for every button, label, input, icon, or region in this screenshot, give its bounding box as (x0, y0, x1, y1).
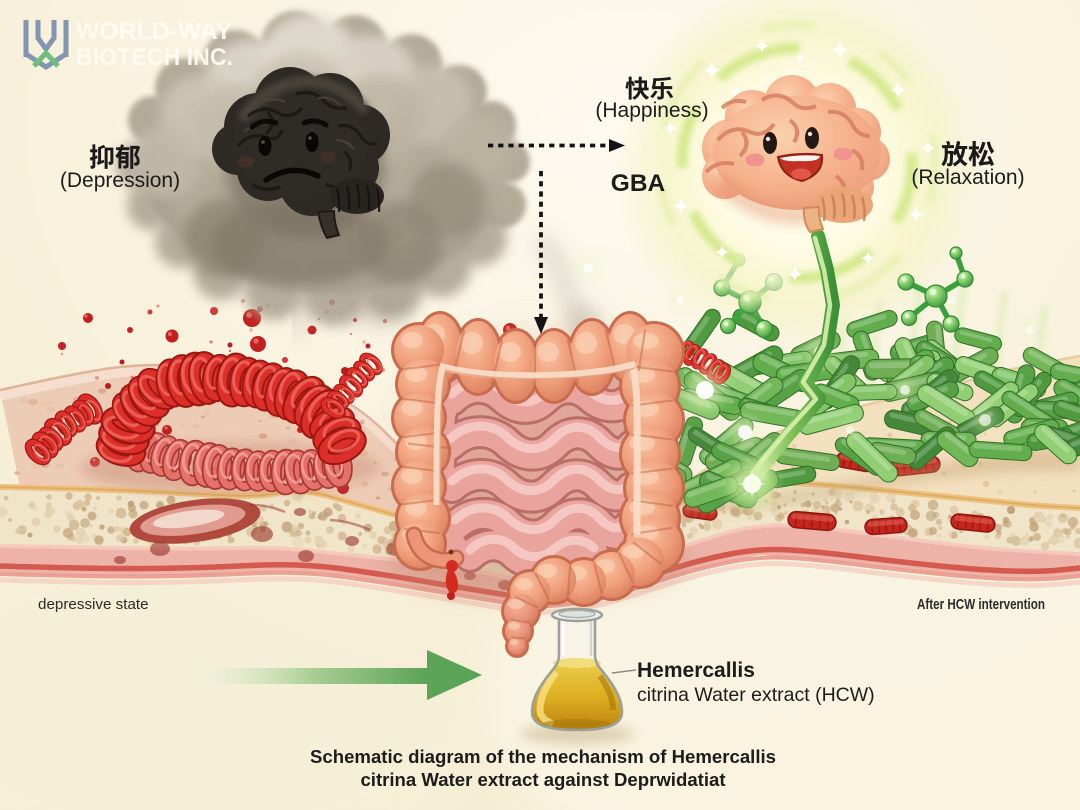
svg-text:(Relaxation): (Relaxation) (911, 166, 1024, 189)
svg-text:citrina Water extract (HCW): citrina Water extract (HCW) (637, 684, 875, 706)
svg-text:After HCW intervention: After HCW intervention (917, 597, 1045, 613)
svg-text:WORLD-WAY: WORLD-WAY (76, 18, 232, 45)
svg-text:BIOTECH INC.: BIOTECH INC. (76, 44, 233, 71)
svg-text:Hemercallis: Hemercallis (637, 659, 755, 682)
svg-text:depressive state: depressive state (38, 596, 149, 613)
svg-text:(Depression): (Depression) (60, 169, 180, 192)
svg-text:Schematic diagram of the mecha: Schematic diagram of the mechanism of He… (310, 746, 776, 767)
svg-text:GBA: GBA (611, 170, 666, 197)
svg-text:citrina Water extract against: citrina Water extract against Deprwidati… (360, 769, 725, 790)
svg-text:(Happiness): (Happiness) (595, 99, 708, 122)
